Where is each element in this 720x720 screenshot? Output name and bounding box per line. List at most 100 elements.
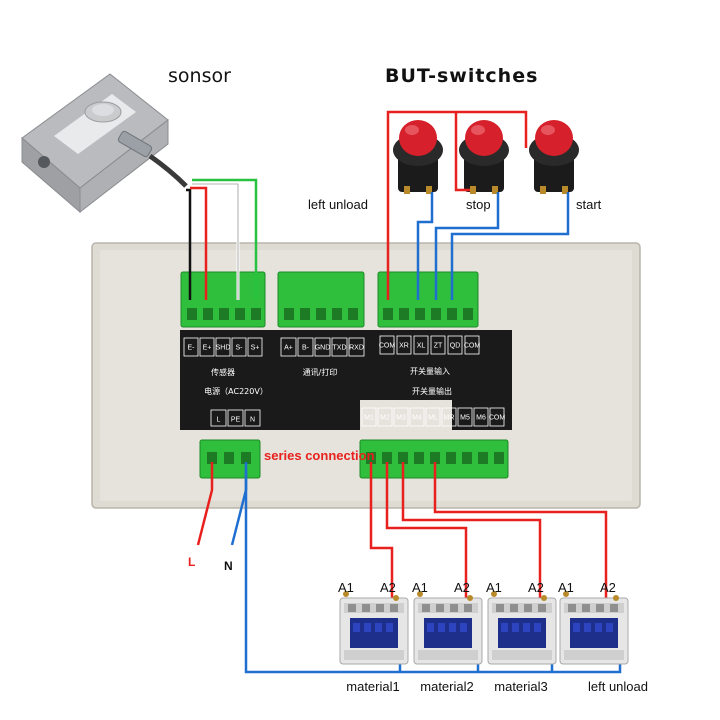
contactor: A1 A2 material3 [486,580,557,694]
terminal-label-box [413,335,429,355]
terminal-label: QD [450,343,461,350]
terminal-label: N [250,417,255,424]
terminal-label-box [199,337,215,357]
terminal-label-box [314,337,331,357]
button-start [529,120,579,194]
terminal-label: M3 [396,415,406,422]
terminal-label-box [297,337,314,357]
contactor-pin-a2: A2 [600,580,616,595]
contactor-pin-a1: A1 [558,580,574,595]
button-stop [459,120,509,194]
terminal-label-box [280,337,297,357]
contactor-pin-a1: A1 [412,580,428,595]
output-terminal-block [359,439,509,479]
terminal-label-box [379,335,395,355]
neutral-label: N [224,559,233,573]
terminal-label: ZT [434,343,443,350]
button-start-label: start [576,197,602,212]
button-stop-label: stop [466,197,491,212]
terminal-label-box [409,407,425,427]
terminal-label-box [348,337,365,357]
switches-title: BUT-switches [385,65,538,87]
terminal-label: PE [231,417,241,424]
contactor-pin-a2: A2 [528,580,544,595]
terminal-label: S+ [251,345,260,352]
terminal-label: M2 [380,415,390,422]
output-wires [369,462,608,600]
comm-caption: 通讯/打印 [303,367,338,377]
input-terminal-block [377,271,479,328]
contactor-pin-a2: A2 [380,580,396,595]
button-wires [386,110,570,300]
terminal-label-box [473,407,489,427]
line-label: L [188,555,195,569]
terminal-label: GND [315,345,331,352]
terminal-label: S- [236,345,244,352]
terminal-label-box [361,407,377,427]
terminal-label: TXD [333,345,347,352]
terminal-label-box [441,407,457,427]
terminal-label-box [377,407,393,427]
terminal-label-box [447,335,463,355]
terminal-label-box [464,335,480,355]
series-connection-label: series connection [264,448,375,463]
label-plate [180,330,512,430]
sensor-wires [186,178,258,300]
terminal-label: M5 [460,415,470,422]
output-caption: 开关量输出 [412,386,452,396]
input-caption: 开关量输入 [410,366,450,376]
terminal-label: A+ [284,345,293,352]
terminal-label: COM [379,343,396,350]
contactor-pin-a1: A1 [338,580,354,595]
terminal-label-box [231,337,247,357]
terminal-label-box [247,337,263,357]
contactor-pin-a1: A1 [486,580,502,595]
terminal-label-box [425,407,441,427]
terminal-label-box [210,409,227,427]
terminal-label: B- [302,345,310,352]
terminal-label: M1 [364,415,374,422]
terminal-label: COM [464,343,481,350]
terminal-label: COM [489,415,506,422]
button-left-unload [393,120,443,194]
terminal-label-box [215,337,231,357]
terminal-label-box [183,337,199,357]
power-terminal-labels: L PE N [210,409,261,427]
contactor-label: material3 [494,679,547,694]
terminal-label: MR [444,415,455,422]
terminal-label-box [489,407,505,427]
terminal-label: RXD [349,345,364,352]
power-terminal-block [199,439,261,479]
terminal-label-box [396,335,412,355]
terminal-label: M6 [476,415,486,422]
contactor-label: material2 [420,679,473,694]
contactor-label: material1 [346,679,399,694]
contactor-label: left unload [588,679,648,694]
power-caption: 电源（AC220V） [204,386,268,396]
terminal-label: E- [188,345,196,352]
terminal-label: E+ [203,345,212,352]
button-left-unload-label: left unload [308,197,368,212]
terminal-label: ML [428,415,438,422]
terminal-label: M4 [412,415,422,422]
terminal-label-box [244,409,261,427]
terminal-label: L [217,417,221,424]
terminal-label-box [331,337,348,357]
comm-terminal-block [277,271,365,328]
sensor-title: sonsor [168,65,231,87]
terminal-label-box [430,335,446,355]
sensor-caption: 传感器 [211,367,235,377]
contactor: A1 A2 material1 [338,580,409,694]
terminal-label-box [457,407,473,427]
sensor-terminal-block [180,271,266,328]
contactor: A1 A2 left unload [558,580,648,694]
terminal-label-box [227,409,244,427]
load-cell-sensor [21,73,188,214]
